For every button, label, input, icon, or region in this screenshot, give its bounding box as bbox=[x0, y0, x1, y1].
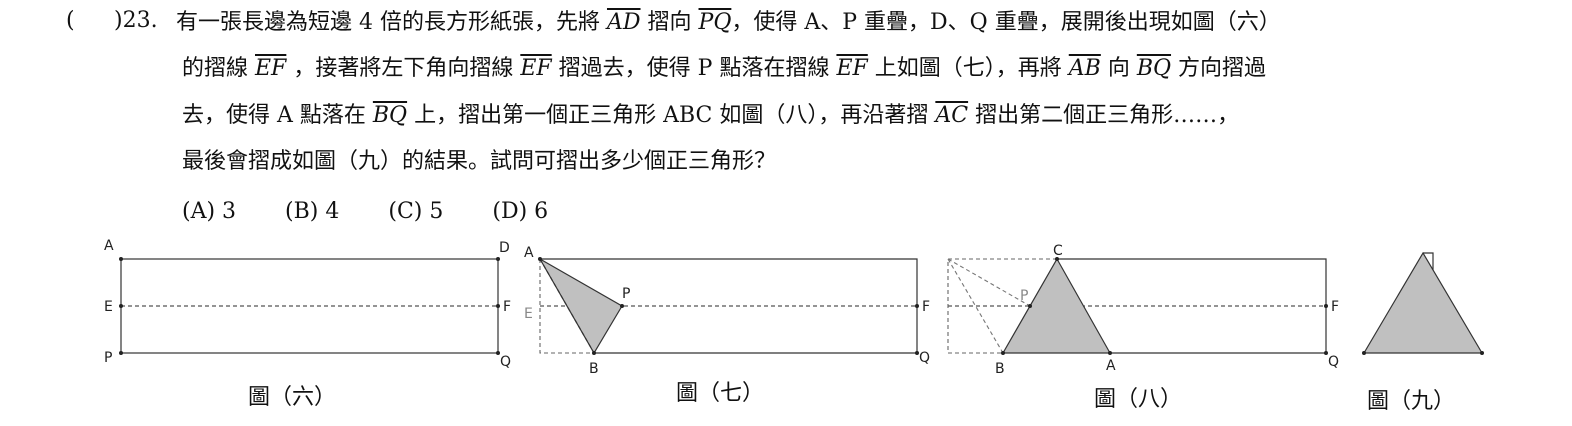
fig6-label-p: P bbox=[104, 350, 112, 366]
text-segment: 去，使得 A 點落在 bbox=[182, 103, 373, 128]
segment-name: BQ bbox=[372, 103, 408, 128]
option-a[interactable]: (A) 3 bbox=[182, 199, 237, 224]
fig8-caption: 圖（八） bbox=[1094, 387, 1182, 412]
segment-name: EF bbox=[836, 56, 868, 81]
fig7-label-p: P bbox=[622, 286, 630, 302]
fig6-caption: 圖（六） bbox=[248, 385, 336, 410]
fig8-label-a: A bbox=[1106, 358, 1116, 374]
segment-name: AD bbox=[606, 10, 641, 35]
fig6-label-a: A bbox=[104, 238, 114, 254]
fig7-label-b: B bbox=[589, 361, 599, 377]
segment-name: EF bbox=[520, 56, 552, 81]
fig6-label-f: F bbox=[503, 299, 511, 315]
text-segment: ，接著將左下角向摺線 bbox=[286, 56, 521, 81]
text-segment: ，使得 A、P 重疊，D、Q 重疊，展開後出現如圖（六） bbox=[731, 10, 1281, 35]
answer-paren: ( bbox=[66, 8, 75, 33]
fig7-label-q: Q bbox=[919, 350, 930, 366]
question-line-2: 的摺線 EF ，接著將左下角向摺線 EF 摺過去，使得 P 點落在摺線 EF 上… bbox=[182, 54, 1266, 84]
fig7-label-a: A bbox=[524, 245, 534, 261]
option-d[interactable]: (D) 6 bbox=[492, 199, 549, 224]
option-b[interactable]: (B) 4 bbox=[285, 199, 340, 224]
text-segment: 方向摺過 bbox=[1171, 56, 1267, 81]
fig7-folded-flap bbox=[538, 257, 623, 355]
figure-6: A D E F P Q 圖（六） bbox=[104, 238, 511, 410]
text-segment: 摺過去，使得 P 點落在摺線 bbox=[551, 56, 837, 81]
fig8-label-p: P bbox=[1020, 288, 1028, 304]
segment-name: EF bbox=[255, 56, 287, 81]
segment-name: BQ bbox=[1136, 56, 1172, 81]
text-segment: 有一張長邊為短邊 4 倍的長方形紙張，先將 bbox=[176, 10, 607, 35]
text-segment: 摺出第二個正三角形……， bbox=[968, 103, 1240, 128]
fig8-label-q: Q bbox=[1328, 354, 1339, 370]
question-line-3: 去，使得 A 點落在 BQ 上，摺出第一個正三角形 ABC 如圖（八），再沿著摺… bbox=[182, 101, 1239, 131]
text-segment: 上如圖（七），再將 bbox=[867, 56, 1069, 81]
fig7-label-f: F bbox=[922, 299, 930, 315]
text-segment: 的摺線 bbox=[182, 56, 255, 81]
text-segment: 向 bbox=[1100, 56, 1137, 81]
text-segment: 摺向 bbox=[640, 10, 699, 35]
question-number: )23. bbox=[114, 8, 158, 33]
fig8-label-b: B bbox=[995, 361, 1005, 377]
fig9-caption: 圖（九） bbox=[1367, 389, 1455, 414]
fig9-final-triangle bbox=[1362, 251, 1484, 354]
segment-name: AC bbox=[935, 103, 969, 128]
figure-9: 圖（九） bbox=[1362, 251, 1484, 414]
fig8-label-f: F bbox=[1331, 299, 1339, 315]
figure-8: C P F B A Q 圖（八） bbox=[947, 243, 1339, 412]
option-c[interactable]: (C) 5 bbox=[388, 199, 444, 224]
figure-7: A E P F B Q 圖（七） bbox=[524, 245, 930, 406]
text-segment: 上，摺出第一個正三角形 ABC 如圖（八），再沿著摺 bbox=[407, 103, 936, 128]
fig6-label-d: D bbox=[499, 240, 510, 256]
fig6-label-e: E bbox=[104, 299, 113, 315]
question-line-1: 有一張長邊為短邊 4 倍的長方形紙張，先將 AD 摺向 PQ，使得 A、P 重疊… bbox=[176, 8, 1281, 38]
answer-options: (A) 3 (B) 4 (C) 5 (D) 6 bbox=[182, 199, 590, 224]
fig7-original-corner bbox=[539, 259, 594, 354]
segment-name: AB bbox=[1068, 56, 1101, 81]
question-line-4: 最後會摺成如圖（九）的結果。試問可摺出多少個正三角形？ bbox=[182, 149, 777, 174]
fig6-label-q: Q bbox=[500, 354, 511, 370]
fig7-caption: 圖（七） bbox=[676, 381, 764, 406]
fig9-top-flap bbox=[1423, 252, 1434, 270]
segment-name: PQ bbox=[698, 10, 732, 35]
fig7-label-e: E bbox=[524, 306, 533, 322]
fig8-label-c: C bbox=[1053, 243, 1063, 259]
